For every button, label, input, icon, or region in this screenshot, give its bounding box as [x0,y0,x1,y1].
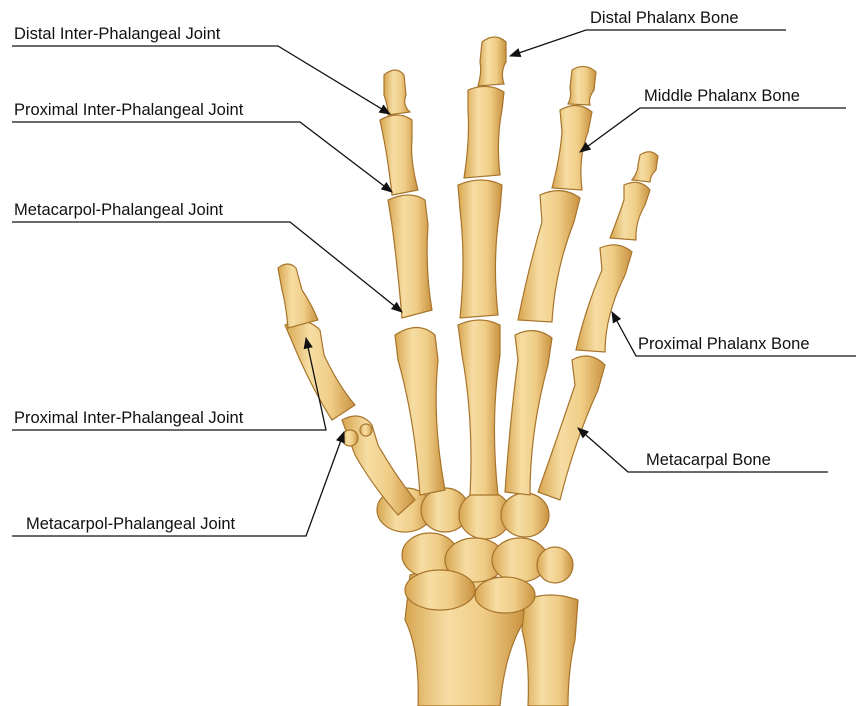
ring-finger-phalanges [518,66,596,322]
middle-finger-phalanges [458,37,506,318]
leader-line-proximal-ip-joint-finger [12,122,392,192]
label-proximal-phalanx-bone: Proximal Phalanx Bone [638,334,810,354]
label-metacarpal-bone: Metacarpal Bone [646,450,771,470]
leader-line-mcp-joint-finger [12,222,402,312]
label-proximal-ip-joint-finger: Proximal Inter-Phalangeal Joint [14,100,243,120]
label-mcp-joint-thumb: Metacarpol-Phalangeal Joint [26,514,235,534]
label-middle-phalanx-bone: Middle Phalanx Bone [644,86,800,106]
label-distal-ip-joint: Distal Inter-Phalangeal Joint [14,24,220,44]
leader-line-distal-phalanx-bone [510,30,786,56]
leader-line-middle-phalanx-bone [580,108,846,152]
label-distal-phalanx-bone: Distal Phalanx Bone [590,8,739,28]
ulna-bone [522,595,578,706]
label-mcp-joint-finger: Metacarpol-Phalangeal Joint [14,200,223,220]
metacarpal-bones [342,320,605,515]
index-finger-phalanges [380,70,432,318]
label-proximal-ip-joint-thumb: Proximal Inter-Phalangeal Joint [14,408,243,428]
